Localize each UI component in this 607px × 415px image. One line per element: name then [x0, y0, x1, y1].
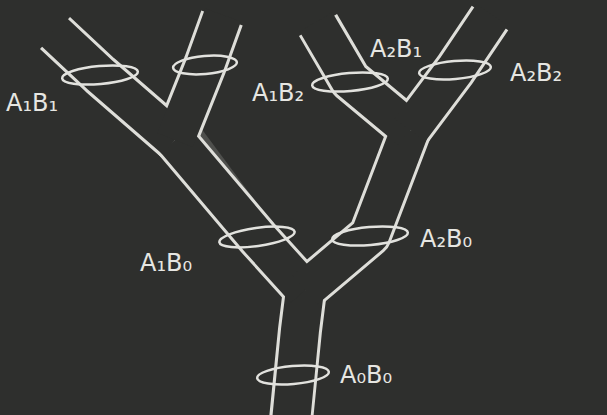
branch-interior — [305, 130, 410, 290]
ring — [218, 223, 296, 251]
branch-interior — [410, 15, 492, 130]
branch-interior — [175, 140, 305, 290]
branch-interior — [175, 15, 223, 140]
ring — [311, 70, 388, 95]
branch-outline — [305, 130, 410, 290]
branch-outline — [175, 140, 305, 290]
part-label: A₁B₂ — [252, 80, 304, 106]
rings — [61, 53, 491, 387]
part-label: A₁B₀ — [140, 250, 192, 276]
ring — [256, 363, 329, 387]
part-label: A₀B₀ — [340, 362, 392, 388]
part-label: A₂B₁ — [370, 36, 422, 62]
branch-interior — [53, 31, 175, 140]
ring — [418, 58, 491, 82]
part-label: A₂B₀ — [420, 226, 472, 252]
ring — [331, 224, 408, 249]
trunk-interior — [290, 290, 305, 415]
part-label: A₁B₁ — [6, 90, 58, 116]
tube-interior — [53, 15, 492, 415]
ring — [172, 53, 237, 77]
part-label: A₂B₂ — [510, 60, 562, 86]
ring — [61, 63, 138, 88]
